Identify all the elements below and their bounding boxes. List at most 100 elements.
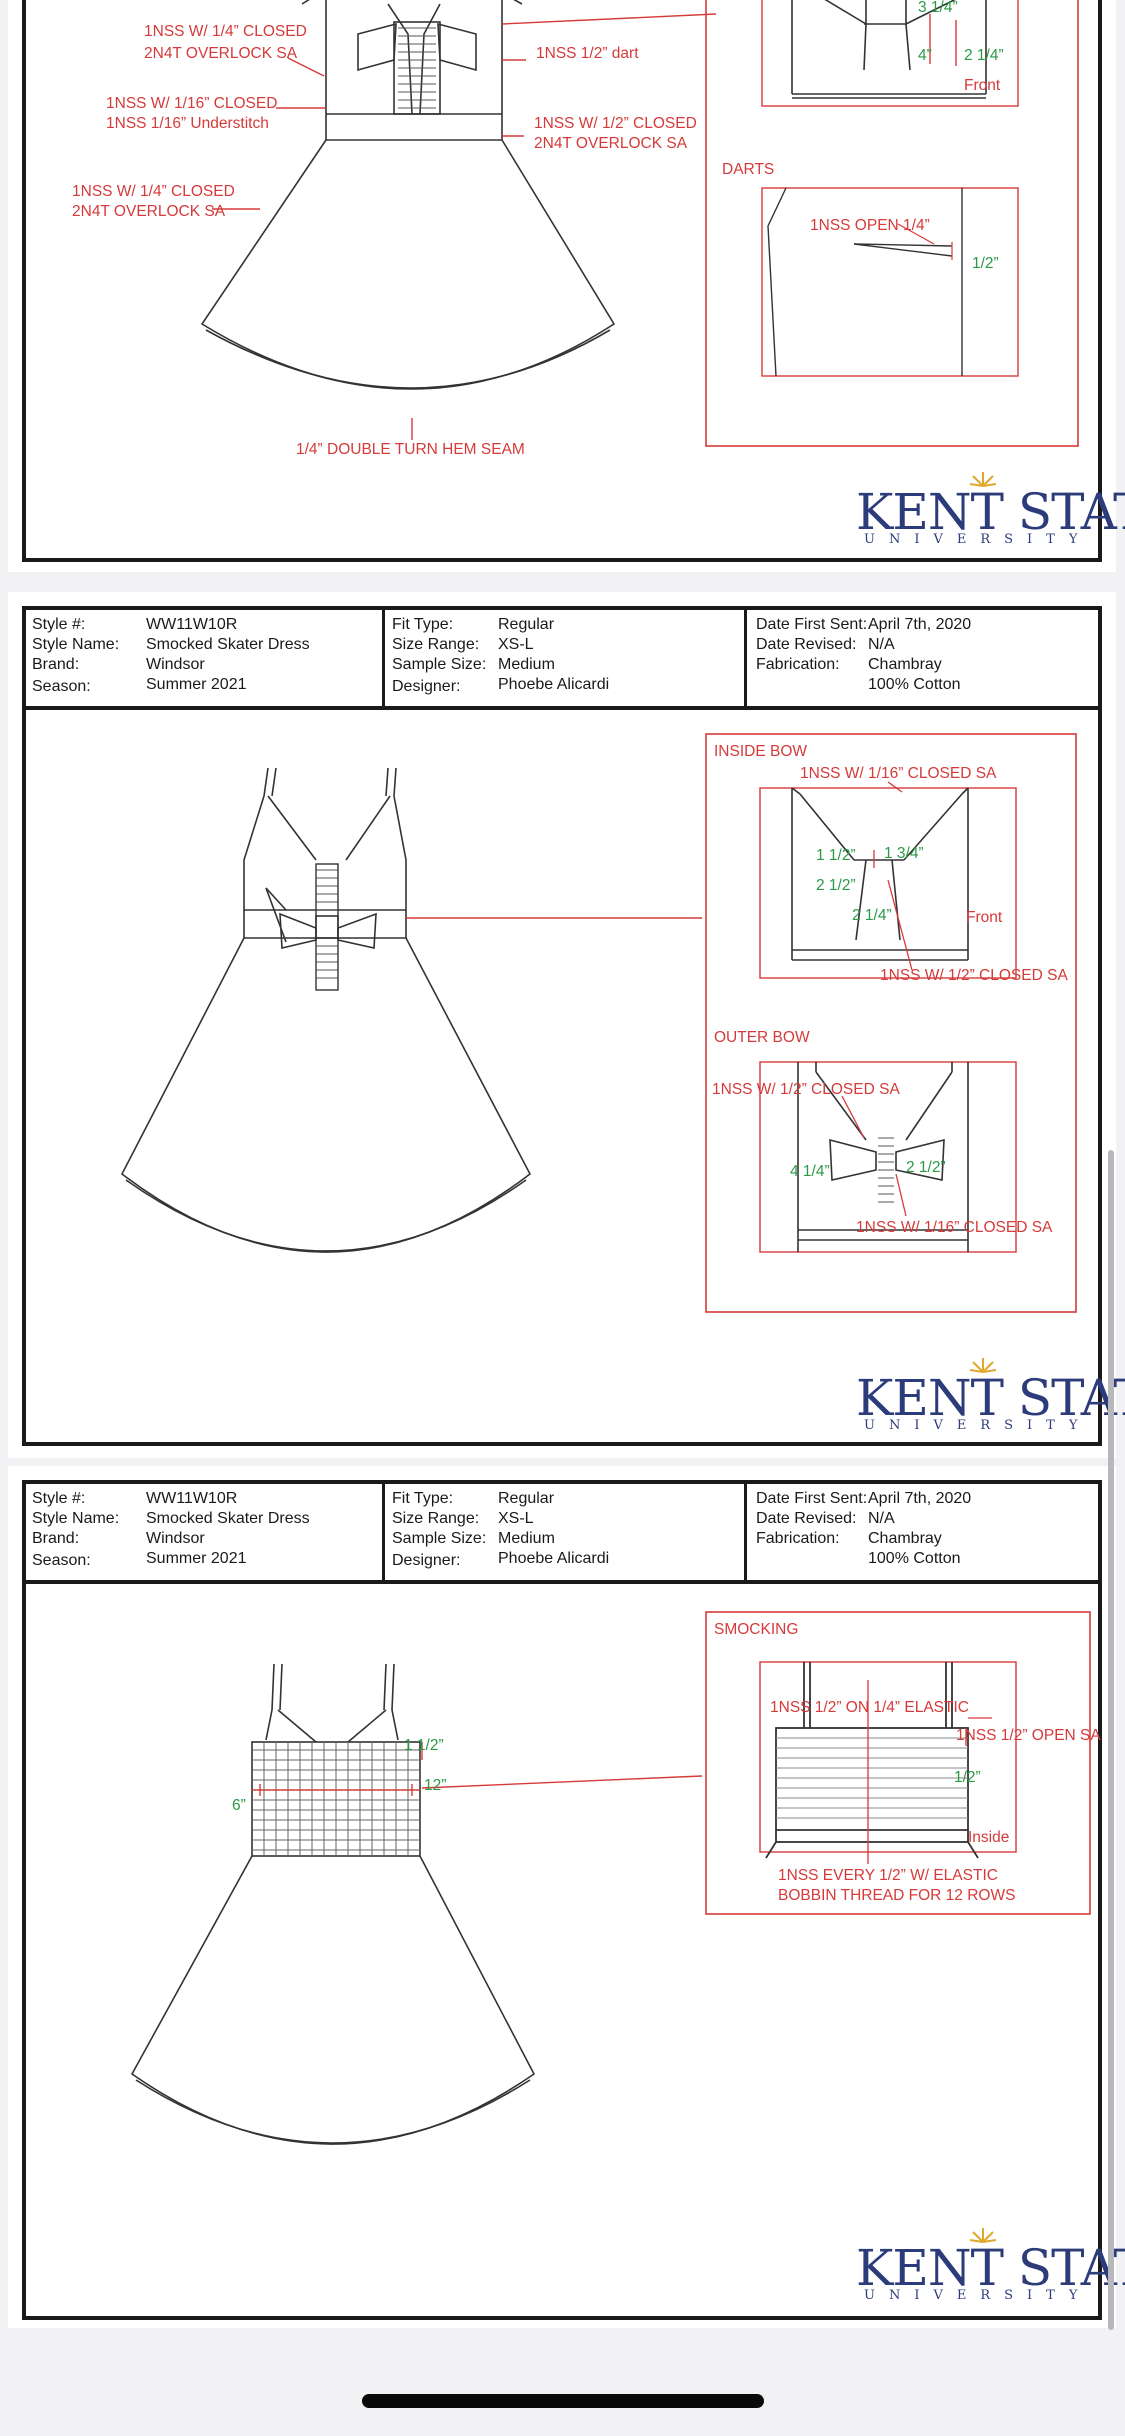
smocking-title: SMOCKING [714,1621,799,1638]
darts-title: DARTS [722,161,775,178]
value-sample-size: Medium [498,1530,555,1547]
spec-header: Style #: Style Name: Brand: Season: WW11… [26,1484,1098,1584]
label-style: Style #: [32,1490,86,1507]
darts-measure: 1/2” [972,255,999,272]
value-date-first-sent: April 7th, 2020 [868,1490,972,1507]
label-sample-size: Sample Size: [392,1530,487,1547]
callout-p1-10: 1/4” DOUBLE TURN HEM SEAM [296,441,525,458]
detail-tag-front: Front [964,77,1001,94]
dress-measure-3: 6” [232,1797,246,1814]
spec-header: Style #: Style Name: Brand: Season: WW11… [26,610,1098,710]
callout-p1-1: 1NSS W/ 1/4” CLOSED [144,23,307,40]
detail-measure-2: 4” [918,47,932,64]
value-designer: Phoebe Alicardi [498,1550,610,1567]
label-season: Season: [32,1552,91,1569]
inside-measure-1: 1 1/2” [816,847,856,864]
value-designer: Phoebe Alicardi [498,676,610,693]
label-date-first-sent: Date First Sent: [756,616,868,633]
label-fit-type: Fit Type: [392,616,454,633]
callout-p1-4: 1NSS W/ 1/16” CLOSED [106,95,278,112]
sun-icon [969,472,997,487]
value-sample-size: Medium [498,656,555,673]
detail-measure-3: 2 1/4” [964,47,1004,64]
scrollbar[interactable] [1108,1150,1114,2330]
smocking-right-callout: 1NSS 1/2” OPEN SA [956,1727,1101,1744]
label-fabrication: Fabrication: [756,656,840,673]
inside-measure-2: 1 3/4” [884,845,924,862]
value-brand: Windsor [146,656,205,673]
label-designer: Designer: [392,1552,461,1569]
callout-p1-2: 2N4T OVERLOCK SA [144,45,298,62]
inside-measure-3: 2 1/2” [816,877,856,894]
value-fabrication: Chambray [868,1530,942,1547]
label-style: Style #: [32,616,86,633]
value-style: WW11W10R [146,616,238,633]
kent-state-logo: KENT STATE UNIVERSITY [856,1354,1125,1434]
smocking-top-callout: 1NSS 1/2” ON 1/4” ELASTIC [770,1699,969,1716]
value-size-range: XS-L [498,1510,534,1527]
smocking-bottom-callout-1: 1NSS EVERY 1/2” W/ ELASTIC [778,1867,998,1884]
label-fabrication: Fabrication: [756,1530,840,1547]
value-date-first-sent: April 7th, 2020 [868,616,972,633]
inside-bow-top-callout: 1NSS W/ 1/16” CLOSED SA [800,765,997,782]
label-sample-size: Sample Size: [392,656,487,673]
value-fabric-content: 100% Cotton [868,1550,961,1567]
outer-bow-title: OUTER BOW [714,1029,810,1046]
sun-icon [969,2228,997,2243]
spec-page-1: 1NSS W/ 1/4” CLOSED 2N4T OVERLOCK SA 1NS… [8,0,1125,572]
smocking-bottom-callout-2: BOBBIN THREAD FOR 12 ROWS [778,1887,1016,1904]
label-brand: Brand: [32,1530,80,1547]
inside-measure-4: 2 1/4” [852,907,892,924]
callout-p1-6: 1NSS W/ 1/2” CLOSED [534,115,697,132]
spec-frame-1: 1NSS W/ 1/4” CLOSED 2N4T OVERLOCK SA 1NS… [22,0,1125,562]
value-style: WW11W10R [146,1490,238,1507]
darts-label: 1NSS OPEN 1/4” [810,217,930,234]
label-date-revised: Date Revised: [756,1510,857,1527]
kent-state-logo: KENT STATE UNIVERSITY [856,2224,1125,2304]
value-fit-type: Regular [498,616,555,633]
value-brand: Windsor [146,1530,205,1547]
label-size-range: Size Range: [392,636,480,653]
label-date-revised: Date Revised: [756,636,857,653]
kent-state-logo: KENT STATE UNIVERSITY [856,468,1125,548]
label-season: Season: [32,678,91,695]
value-style-name: Smocked Skater Dress [146,1510,310,1527]
value-fit-type: Regular [498,1490,555,1507]
spec-frame-3: Style #: Style Name: Brand: Season: WW11… [22,1480,1125,2320]
value-size-range: XS-L [498,636,534,653]
smocking-tag-inside: Inside [968,1829,1010,1846]
detail-box-p1 [705,0,1079,447]
smocking-measure: 1/2” [954,1769,981,1786]
label-designer: Designer: [392,678,461,695]
spec-frame-2: Style #: Style Name: Brand: Season: WW11… [22,606,1125,1446]
value-season: Summer 2021 [146,1550,247,1567]
outer-bow-top-callout: 1NSS W/ 1/2” CLOSED SA [712,1081,900,1098]
inside-tag-front: Front [966,909,1003,926]
label-fit-type: Fit Type: [392,1490,454,1507]
value-fabric-content: 100% Cotton [868,676,961,693]
label-size-range: Size Range: [392,1510,480,1527]
outer-measure-1: 4 1/4” [790,1163,830,1180]
sun-icon [969,1358,997,1373]
outer-bow-bottom-callout: 1NSS W/ 1/16” CLOSED SA [856,1219,1053,1236]
dress-sketch-2 [120,733,1077,1313]
label-date-first-sent: Date First Sent: [756,1490,868,1507]
label-brand: Brand: [32,656,80,673]
value-season: Summer 2021 [146,676,247,693]
detail-measure-1: 3 1/4” [918,0,958,16]
dress-measure-2: 12” [424,1777,447,1794]
value-style-name: Smocked Skater Dress [146,636,310,653]
callout-p1-5: 1NSS 1/16” Understitch [106,115,269,132]
dress-sketch-1 [200,0,717,440]
dress-sketch-3 [130,1611,1091,2145]
home-indicator[interactable] [362,2394,764,2408]
callout-p1-3: 1NSS 1/2” dart [536,45,639,62]
dress-measure-1: 1 1/2” [404,1737,444,1754]
inside-bow-bottom-callout: 1NSS W/ 1/2” CLOSED SA [880,967,1068,984]
outer-measure-2: 2 1/2” [906,1159,946,1176]
spec-page-3: Style #: Style Name: Brand: Season: WW11… [8,1466,1125,2328]
value-fabrication: Chambray [868,656,942,673]
spec-page-2: Style #: Style Name: Brand: Season: WW11… [8,592,1125,1458]
value-date-revised: N/A [868,636,895,653]
label-style-name: Style Name: [32,1510,120,1527]
